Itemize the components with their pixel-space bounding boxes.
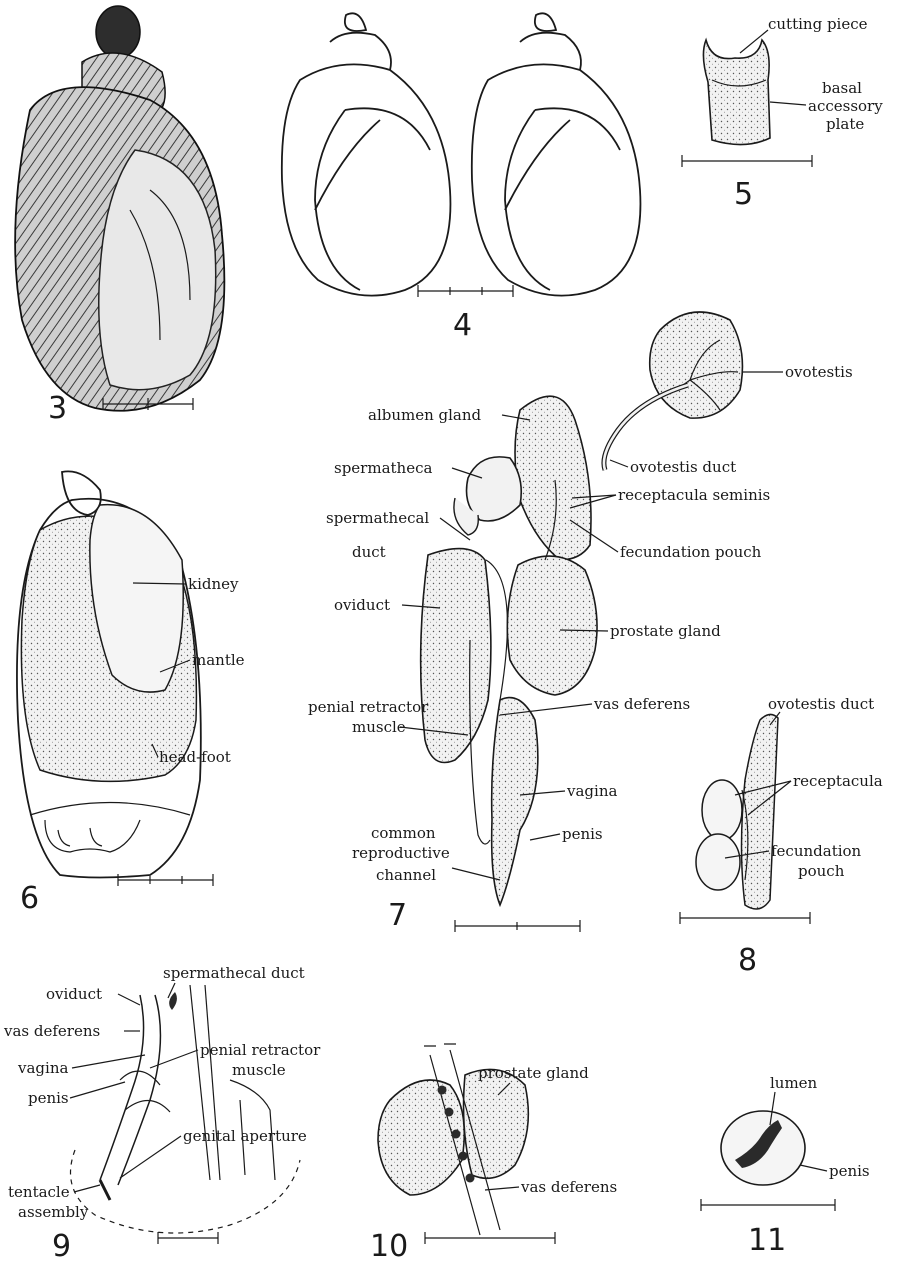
figure-number-9: 9 xyxy=(52,1229,71,1262)
reproductive-system-drawing xyxy=(421,312,743,905)
label-common-2: reproductive xyxy=(352,844,450,862)
figure-number-3: 3 xyxy=(48,391,67,426)
label-prostate-gland: prostate gland xyxy=(478,1064,589,1082)
spermatheca-drawing xyxy=(467,457,522,521)
label-fecundation-2: pouch xyxy=(798,862,845,880)
label-tentacle-2: assembly xyxy=(18,1203,89,1221)
label-oviduct: oviduct xyxy=(334,596,390,614)
figure-4: 4 xyxy=(282,13,641,343)
label-fecundation-1: fecundation xyxy=(771,842,862,860)
figure-number-4: 4 xyxy=(453,308,472,343)
label-common-1: common xyxy=(371,824,436,842)
label-ovotestis-duct: ovotestis duct xyxy=(630,458,736,476)
label-vagina: vagina xyxy=(17,1059,68,1077)
scale-bar xyxy=(680,912,810,924)
label-kidney: kidney xyxy=(188,575,239,593)
label-vas-deferens: vas deferens xyxy=(3,1022,100,1040)
label-penis: penis xyxy=(562,825,603,843)
label-oviduct: oviduct xyxy=(46,985,102,1003)
figure-number-8: 8 xyxy=(738,943,757,978)
label-penial-retractor-2: muscle xyxy=(232,1061,286,1079)
shell-outline-right xyxy=(472,13,641,295)
albumen-gland-drawing xyxy=(515,396,591,560)
figure-number-5: 5 xyxy=(734,177,753,212)
aperture-drawing xyxy=(71,985,301,1233)
label-spermatheca: spermatheca xyxy=(334,459,432,477)
label-penis: penis xyxy=(829,1162,870,1180)
label-vas-deferens: vas deferens xyxy=(520,1178,617,1196)
scale-bar xyxy=(682,155,812,167)
label-tentacle-1: tentacle xyxy=(8,1183,70,1201)
label-penial-retractor-1: penial retractor xyxy=(308,698,429,716)
prostate-lobes-right xyxy=(464,1069,529,1178)
label-ovotestis-duct: ovotestis duct xyxy=(768,695,874,713)
figure-8: ovotestis duct receptacula fecundation p… xyxy=(680,695,883,978)
label-spermathecal-duct-2: duct xyxy=(352,543,386,561)
figure-number-6: 6 xyxy=(20,881,39,916)
figure-10: prostate gland vas deferens 10 xyxy=(370,1044,617,1262)
label-common-3: channel xyxy=(376,866,436,884)
prostate-lobes-left xyxy=(378,1080,464,1195)
figure-11: lumen penis 11 xyxy=(701,1074,870,1258)
scale-bar xyxy=(425,1232,555,1244)
label-receptacula-seminis: receptacula seminis xyxy=(618,486,770,504)
scale-bar xyxy=(455,920,580,932)
label-penial-retractor-1: penial retractor xyxy=(200,1041,321,1059)
scale-bar xyxy=(418,285,513,297)
shell-drawing-shaded xyxy=(15,6,224,411)
tooth-drawing xyxy=(703,40,770,145)
prostate-gland-drawing xyxy=(507,556,597,695)
label-spermathecal-duct: spermathecal duct xyxy=(163,964,305,982)
scale-bar xyxy=(158,1232,218,1244)
label-penial-retractor-2: muscle xyxy=(352,718,406,736)
figure-5: cutting piece basal accessory plate 5 xyxy=(682,15,883,212)
figure-6: kidney mantle head-foot 6 xyxy=(17,471,245,916)
label-prostate-gland: prostate gland xyxy=(610,622,721,640)
label-vagina: vagina xyxy=(566,782,617,800)
label-cutting-piece: cutting piece xyxy=(768,15,868,33)
label-genital-aperture: genital aperture xyxy=(183,1127,307,1145)
figure-9: spermathecal duct oviduct vas deferens v… xyxy=(3,964,321,1262)
scale-bar xyxy=(701,1199,835,1211)
label-ovotestis: ovotestis xyxy=(785,363,853,381)
figure-3: 3 xyxy=(15,6,224,426)
label-penis: penis xyxy=(28,1089,69,1107)
label-receptacula: receptacula xyxy=(793,772,883,790)
label-basal-2: accessory xyxy=(808,97,883,115)
label-basal-3: plate xyxy=(826,115,864,133)
vagina-penis-drawing xyxy=(492,698,538,906)
figure-number-7: 7 xyxy=(388,898,407,933)
label-vas-deferens: vas deferens xyxy=(593,695,690,713)
label-mantle: mantle xyxy=(192,651,245,669)
label-lumen: lumen xyxy=(770,1074,818,1092)
shell-outline-left xyxy=(282,13,451,295)
duct-drawing xyxy=(742,714,779,909)
label-albumen-gland: albumen gland xyxy=(368,406,482,424)
label-basal-1: basal xyxy=(822,79,862,97)
figure-number-11: 11 xyxy=(748,1223,786,1258)
figure-number-10: 10 xyxy=(370,1229,408,1262)
label-spermathecal-duct-1: spermathecal xyxy=(326,509,429,527)
label-head-foot: head-foot xyxy=(159,748,231,766)
label-fecundation-pouch: fecundation pouch xyxy=(620,543,762,561)
